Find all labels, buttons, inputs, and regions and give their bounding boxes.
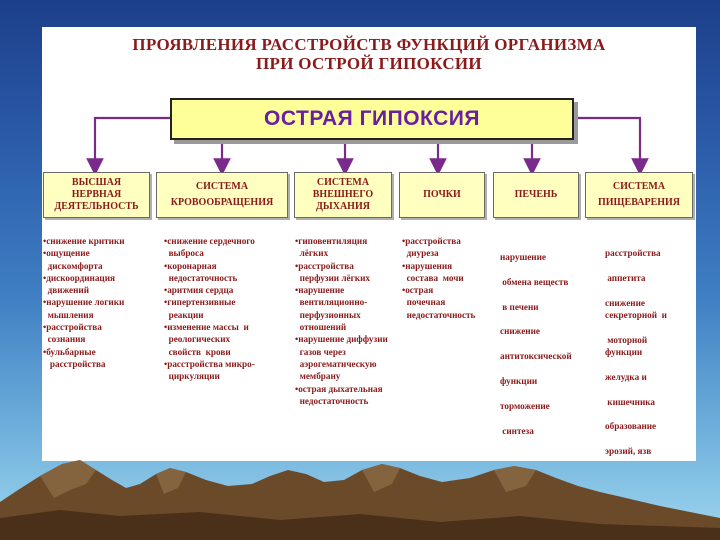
list-item: •аритмия сердца bbox=[164, 285, 234, 296]
list-item: мембрану bbox=[295, 371, 341, 382]
box-label-line: КРОВООБРАЩЕНИЯ bbox=[170, 197, 274, 208]
list-item: •гипертензивные bbox=[164, 297, 236, 308]
list-item: •дискоординация bbox=[43, 272, 115, 283]
list-item: почечная bbox=[402, 297, 446, 308]
list-item: •расстройства bbox=[295, 260, 354, 271]
list-item: отношений bbox=[295, 322, 347, 333]
list-item: диуреза bbox=[402, 248, 439, 259]
list-item: перфузии лёгких bbox=[295, 272, 370, 283]
list-item: •изменение массы и bbox=[164, 322, 249, 333]
list-item: перфузионных bbox=[295, 309, 361, 320]
box-label-line: ДЫХАНИЯ bbox=[316, 201, 370, 212]
list-item: в печени bbox=[500, 301, 539, 312]
list-item: аэрогематическую bbox=[295, 358, 377, 369]
box-kidneys: ПОЧКИ bbox=[399, 172, 485, 218]
list-item: желудка и bbox=[605, 371, 647, 382]
list-item: антитоксической bbox=[500, 351, 572, 362]
list-item: мышления bbox=[43, 309, 94, 320]
list-item: выброса bbox=[164, 248, 204, 259]
list-item: синтеза bbox=[500, 425, 534, 436]
list-item: недостаточность bbox=[295, 395, 369, 406]
column-digestion-list: расстройства аппетита снижение секреторно… bbox=[605, 247, 695, 470]
title-line-2: ПРИ ОСТРОЙ ГИПОКСИИ bbox=[256, 54, 482, 73]
main-concept-label: ОСТРАЯ ГИПОКСИЯ bbox=[264, 107, 480, 130]
list-item: •снижение критики bbox=[43, 236, 125, 246]
list-item: •расстройства bbox=[43, 322, 102, 333]
box-label-line: ВНЕШНЕГО bbox=[312, 189, 374, 200]
box-liver: ПЕЧЕНЬ bbox=[493, 172, 579, 218]
list-item: недостаточность bbox=[164, 272, 238, 283]
list-item: •нарушения bbox=[402, 260, 453, 271]
list-item: вентиляционно- bbox=[295, 297, 368, 308]
box-respiration: СИСТЕМА ВНЕШНЕГО ДЫХАНИЯ bbox=[294, 172, 392, 218]
list-item: •коронарная bbox=[164, 260, 217, 271]
box-label-line: ПИЩЕВАРЕНИЯ bbox=[597, 197, 681, 208]
page-title: ПРОЯВЛЕНИЯ РАССТРОЙСТВ ФУНКЦИЙ ОРГАНИЗМА… bbox=[42, 35, 696, 73]
list-item: эрозий, язв bbox=[605, 446, 652, 457]
list-item: дискомфорта bbox=[43, 260, 103, 271]
box-label-line: НЕРВНАЯ bbox=[71, 189, 122, 200]
list-item: •нарушение логики bbox=[43, 297, 125, 308]
column-kidneys-list: •расстройства диуреза•нарушения состава … bbox=[402, 235, 496, 321]
box-digestion: СИСТЕМА ПИЩЕВАРЕНИЯ bbox=[585, 172, 693, 218]
list-item: газов через bbox=[295, 346, 346, 357]
box-circulation: СИСТЕМА КРОВООБРАЩЕНИЯ bbox=[156, 172, 288, 218]
list-item: •нарушение диффузии bbox=[295, 334, 388, 345]
list-item: снижение bbox=[500, 326, 540, 337]
box-label-line: ВЫСШАЯ bbox=[71, 177, 122, 188]
list-item: •ощущение bbox=[43, 248, 90, 259]
list-item: •гиповентиляция bbox=[295, 236, 368, 246]
list-item: движений bbox=[43, 285, 89, 296]
list-item: реакции bbox=[164, 309, 204, 320]
list-item: •острая дыхательная bbox=[295, 383, 383, 394]
column-respiration-list: •гиповентиляция лёгких•расстройства перф… bbox=[295, 235, 399, 407]
box-label-line: ПЕЧЕНЬ bbox=[514, 189, 558, 200]
list-item: моторной функции bbox=[605, 334, 648, 357]
list-item: аппетита bbox=[605, 272, 646, 283]
list-item: •нарушение bbox=[295, 285, 345, 296]
list-item: •снижение сердечного bbox=[164, 236, 255, 246]
box-label-line: ПОЧКИ bbox=[423, 189, 461, 200]
list-item: •расстройства микро- bbox=[164, 358, 255, 369]
connector-bus-right bbox=[570, 116, 649, 176]
mountains-illustration bbox=[0, 460, 720, 540]
box-label-line: СИСТЕМА bbox=[316, 177, 370, 188]
list-item: лёгких bbox=[295, 248, 329, 259]
list-item: кишечника bbox=[605, 396, 656, 407]
list-item: образование bbox=[605, 421, 657, 432]
box-label-line: СИСТЕМА bbox=[195, 181, 249, 192]
connector-bus-left bbox=[86, 116, 170, 176]
list-item: состава мочи bbox=[402, 272, 464, 283]
list-item: функции bbox=[500, 375, 538, 386]
box-label-line: ДЕЯТЕЛЬНОСТЬ bbox=[54, 201, 139, 212]
box-higher-nervous-activity: ВЫСШАЯ НЕРВНАЯ ДЕЯТЕЛЬНОСТЬ bbox=[43, 172, 150, 218]
list-item: •расстройства bbox=[402, 236, 461, 246]
list-item: расстройства bbox=[605, 248, 661, 258]
list-item: реологических bbox=[164, 334, 231, 345]
column-nervous-list: •снижение критики •ощущение дискомфорта•д… bbox=[43, 235, 159, 370]
slide: ПРОЯВЛЕНИЯ РАССТРОЙСТВ ФУНКЦИЙ ОРГАНИЗМА… bbox=[42, 27, 696, 461]
list-item: •бульбарные bbox=[43, 346, 96, 357]
list-item: недостаточность bbox=[402, 309, 476, 320]
list-item: торможение bbox=[500, 400, 550, 411]
column-liver-list: нарушение обмена веществ в печени снижени… bbox=[500, 251, 592, 449]
main-concept-box: ОСТРАЯ ГИПОКСИЯ bbox=[170, 98, 574, 140]
list-item: расстройства bbox=[43, 358, 106, 369]
list-item: нарушение bbox=[500, 252, 546, 262]
list-item: сознания bbox=[43, 334, 86, 345]
list-item: снижение секреторной и bbox=[605, 297, 667, 320]
list-item: обмена веществ bbox=[500, 276, 569, 287]
list-item: циркуляции bbox=[164, 371, 220, 382]
column-circulation-list: •снижение сердечного выброса•коронарная … bbox=[164, 235, 294, 383]
list-item: свойств крови bbox=[164, 346, 231, 357]
list-item: •острая bbox=[402, 285, 434, 296]
title-line-1: ПРОЯВЛЕНИЯ РАССТРОЙСТВ ФУНКЦИЙ ОРГАНИЗМА bbox=[132, 35, 606, 54]
box-label-line: СИСТЕМА bbox=[612, 181, 666, 192]
